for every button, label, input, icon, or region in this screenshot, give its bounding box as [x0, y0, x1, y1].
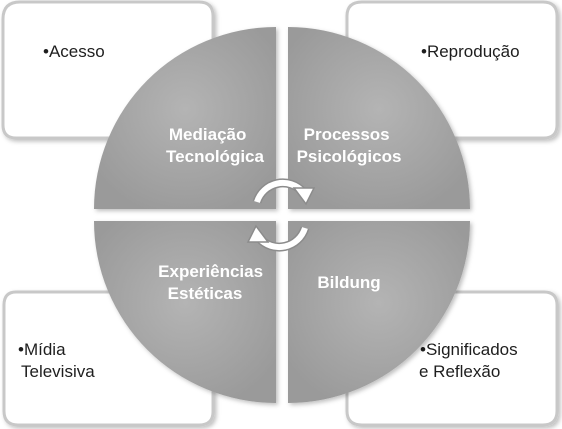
quadrant-bottom-right-text: Bildung [317, 273, 380, 292]
quadrant-bottom-left [94, 221, 276, 403]
quadrant-top-left-text: Mediação Tecnológica [166, 125, 264, 166]
box-top-right-text: •Reprodução [421, 42, 520, 61]
box-top-left-text: •Acesso [43, 42, 105, 61]
quadrant-top-right [288, 27, 470, 209]
box-bottom-right-text: •Significados e Reflexão [419, 340, 522, 381]
box-bottom-left-text: •Mídia Televisiva [18, 340, 95, 381]
quadrant-top-left [94, 27, 276, 209]
quadrant-top-right-text: Processos Psicológicos [297, 125, 402, 166]
cycle-arrows-icon [246, 178, 316, 252]
quadrant-bottom-left-text: Experiências Estéticas [158, 262, 268, 303]
